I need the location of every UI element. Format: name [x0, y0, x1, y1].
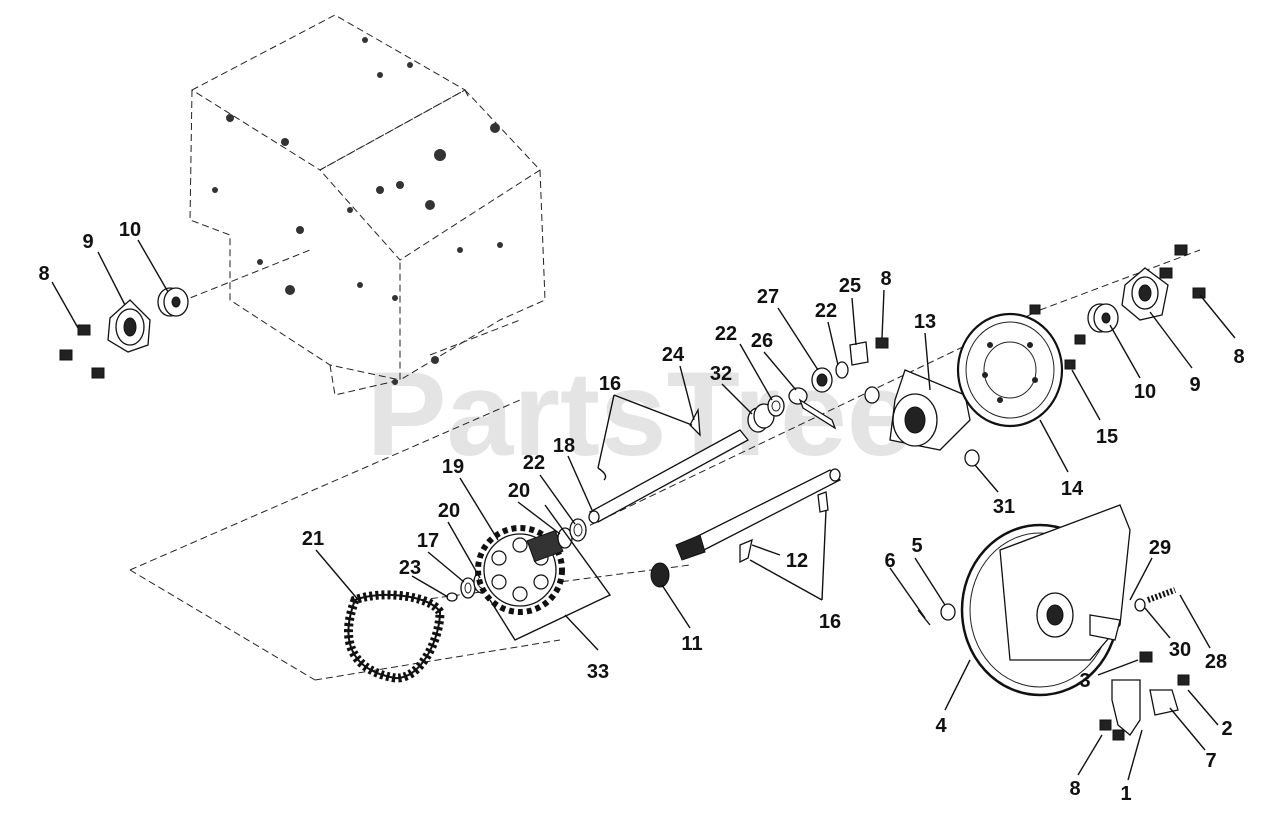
spring-27 — [811, 367, 833, 393]
callout-10: 10 — [1134, 381, 1156, 403]
pulley-14 — [956, 312, 1064, 428]
callout-8: 8 — [1069, 778, 1080, 800]
washer-31 — [964, 449, 980, 467]
key-16a — [739, 538, 753, 564]
bolt-3 — [1139, 651, 1153, 663]
callout-25: 25 — [839, 275, 861, 297]
callout-28: 28 — [1205, 651, 1227, 673]
arm-26 — [788, 387, 837, 430]
shaft-12 — [675, 468, 842, 561]
callout-16: 16 — [819, 611, 841, 633]
right-bolts — [1159, 244, 1206, 299]
callout-14: 14 — [1061, 478, 1084, 500]
callout-26: 26 — [751, 330, 773, 352]
washer-22a — [569, 518, 587, 542]
callout-24: 24 — [662, 344, 685, 366]
callout-30: 30 — [1169, 639, 1191, 661]
washer-22c — [835, 361, 849, 379]
spring-28 — [1146, 587, 1177, 603]
callout-19: 19 — [442, 456, 464, 478]
washer-hub — [864, 386, 880, 404]
callout-10: 10 — [119, 219, 141, 241]
callout-11: 11 — [681, 633, 702, 655]
callout-9: 9 — [82, 231, 93, 253]
nut-top — [1029, 304, 1041, 315]
pinion-11 — [650, 562, 670, 588]
bracket-25 — [849, 341, 869, 366]
callout-20: 20 — [438, 500, 460, 522]
bolt-15 — [1064, 334, 1086, 370]
callout-31: 31 — [993, 496, 1015, 518]
callout-21: 21 — [302, 528, 324, 550]
callout-8: 8 — [1233, 346, 1244, 368]
washer-30 — [1134, 598, 1146, 612]
callout-20: 20 — [508, 480, 530, 502]
bracket-1 — [1111, 679, 1141, 736]
leader-lines — [51, 239, 1236, 781]
bolt-8d — [1099, 719, 1125, 741]
callout-16: 16 — [599, 373, 621, 395]
nut-2 — [1177, 674, 1190, 686]
frame-housing — [189, 14, 546, 396]
callout-2: 2 — [1221, 718, 1232, 740]
callout-9: 9 — [1189, 374, 1200, 396]
callout-18: 18 — [553, 435, 575, 457]
callout-5: 5 — [911, 535, 922, 557]
callout-29: 29 — [1149, 537, 1171, 559]
shaft-18 — [588, 429, 749, 524]
callout-22: 22 — [815, 300, 837, 322]
callout-6: 6 — [884, 550, 895, 572]
callout-8: 8 — [38, 263, 49, 285]
callout-33: 33 — [587, 661, 609, 683]
sprocket — [475, 525, 565, 615]
drive-chain — [344, 590, 445, 683]
left-bolts — [59, 324, 105, 379]
callout-27: 27 — [757, 286, 779, 308]
washer-22b — [767, 395, 785, 417]
bracket-7 — [1149, 689, 1179, 716]
callout-7: 7 — [1205, 750, 1216, 772]
clip-16a — [597, 467, 607, 481]
callout-23: 23 — [399, 557, 421, 579]
callout-3: 3 — [1079, 670, 1090, 692]
callout-32: 32 — [710, 363, 732, 385]
callout-17: 17 — [417, 530, 439, 552]
callout-labels: 8 9 10 27 25 8 22 22 26 24 13 32 16 18 2… — [38, 219, 1244, 805]
right-bearing — [1087, 303, 1119, 333]
callout-22: 22 — [715, 323, 737, 345]
left-bearing — [157, 287, 189, 317]
hub-13 — [889, 369, 971, 451]
bolt-8b — [875, 337, 889, 349]
callout-8: 8 — [880, 268, 891, 290]
pin-23 — [446, 592, 458, 602]
callout-1: 1 — [1120, 783, 1131, 805]
callout-4: 4 — [935, 715, 947, 737]
key-16b — [817, 491, 829, 513]
callout-15: 15 — [1096, 426, 1118, 448]
bushing-5 — [940, 603, 956, 621]
left-flange-bearing — [107, 299, 151, 353]
drive-disc-assembly-4 — [960, 504, 1131, 697]
callout-12: 12 — [786, 550, 808, 572]
callout-13: 13 — [914, 311, 936, 333]
callout-22: 22 — [523, 452, 545, 474]
right-flange-bearing — [1121, 267, 1169, 321]
